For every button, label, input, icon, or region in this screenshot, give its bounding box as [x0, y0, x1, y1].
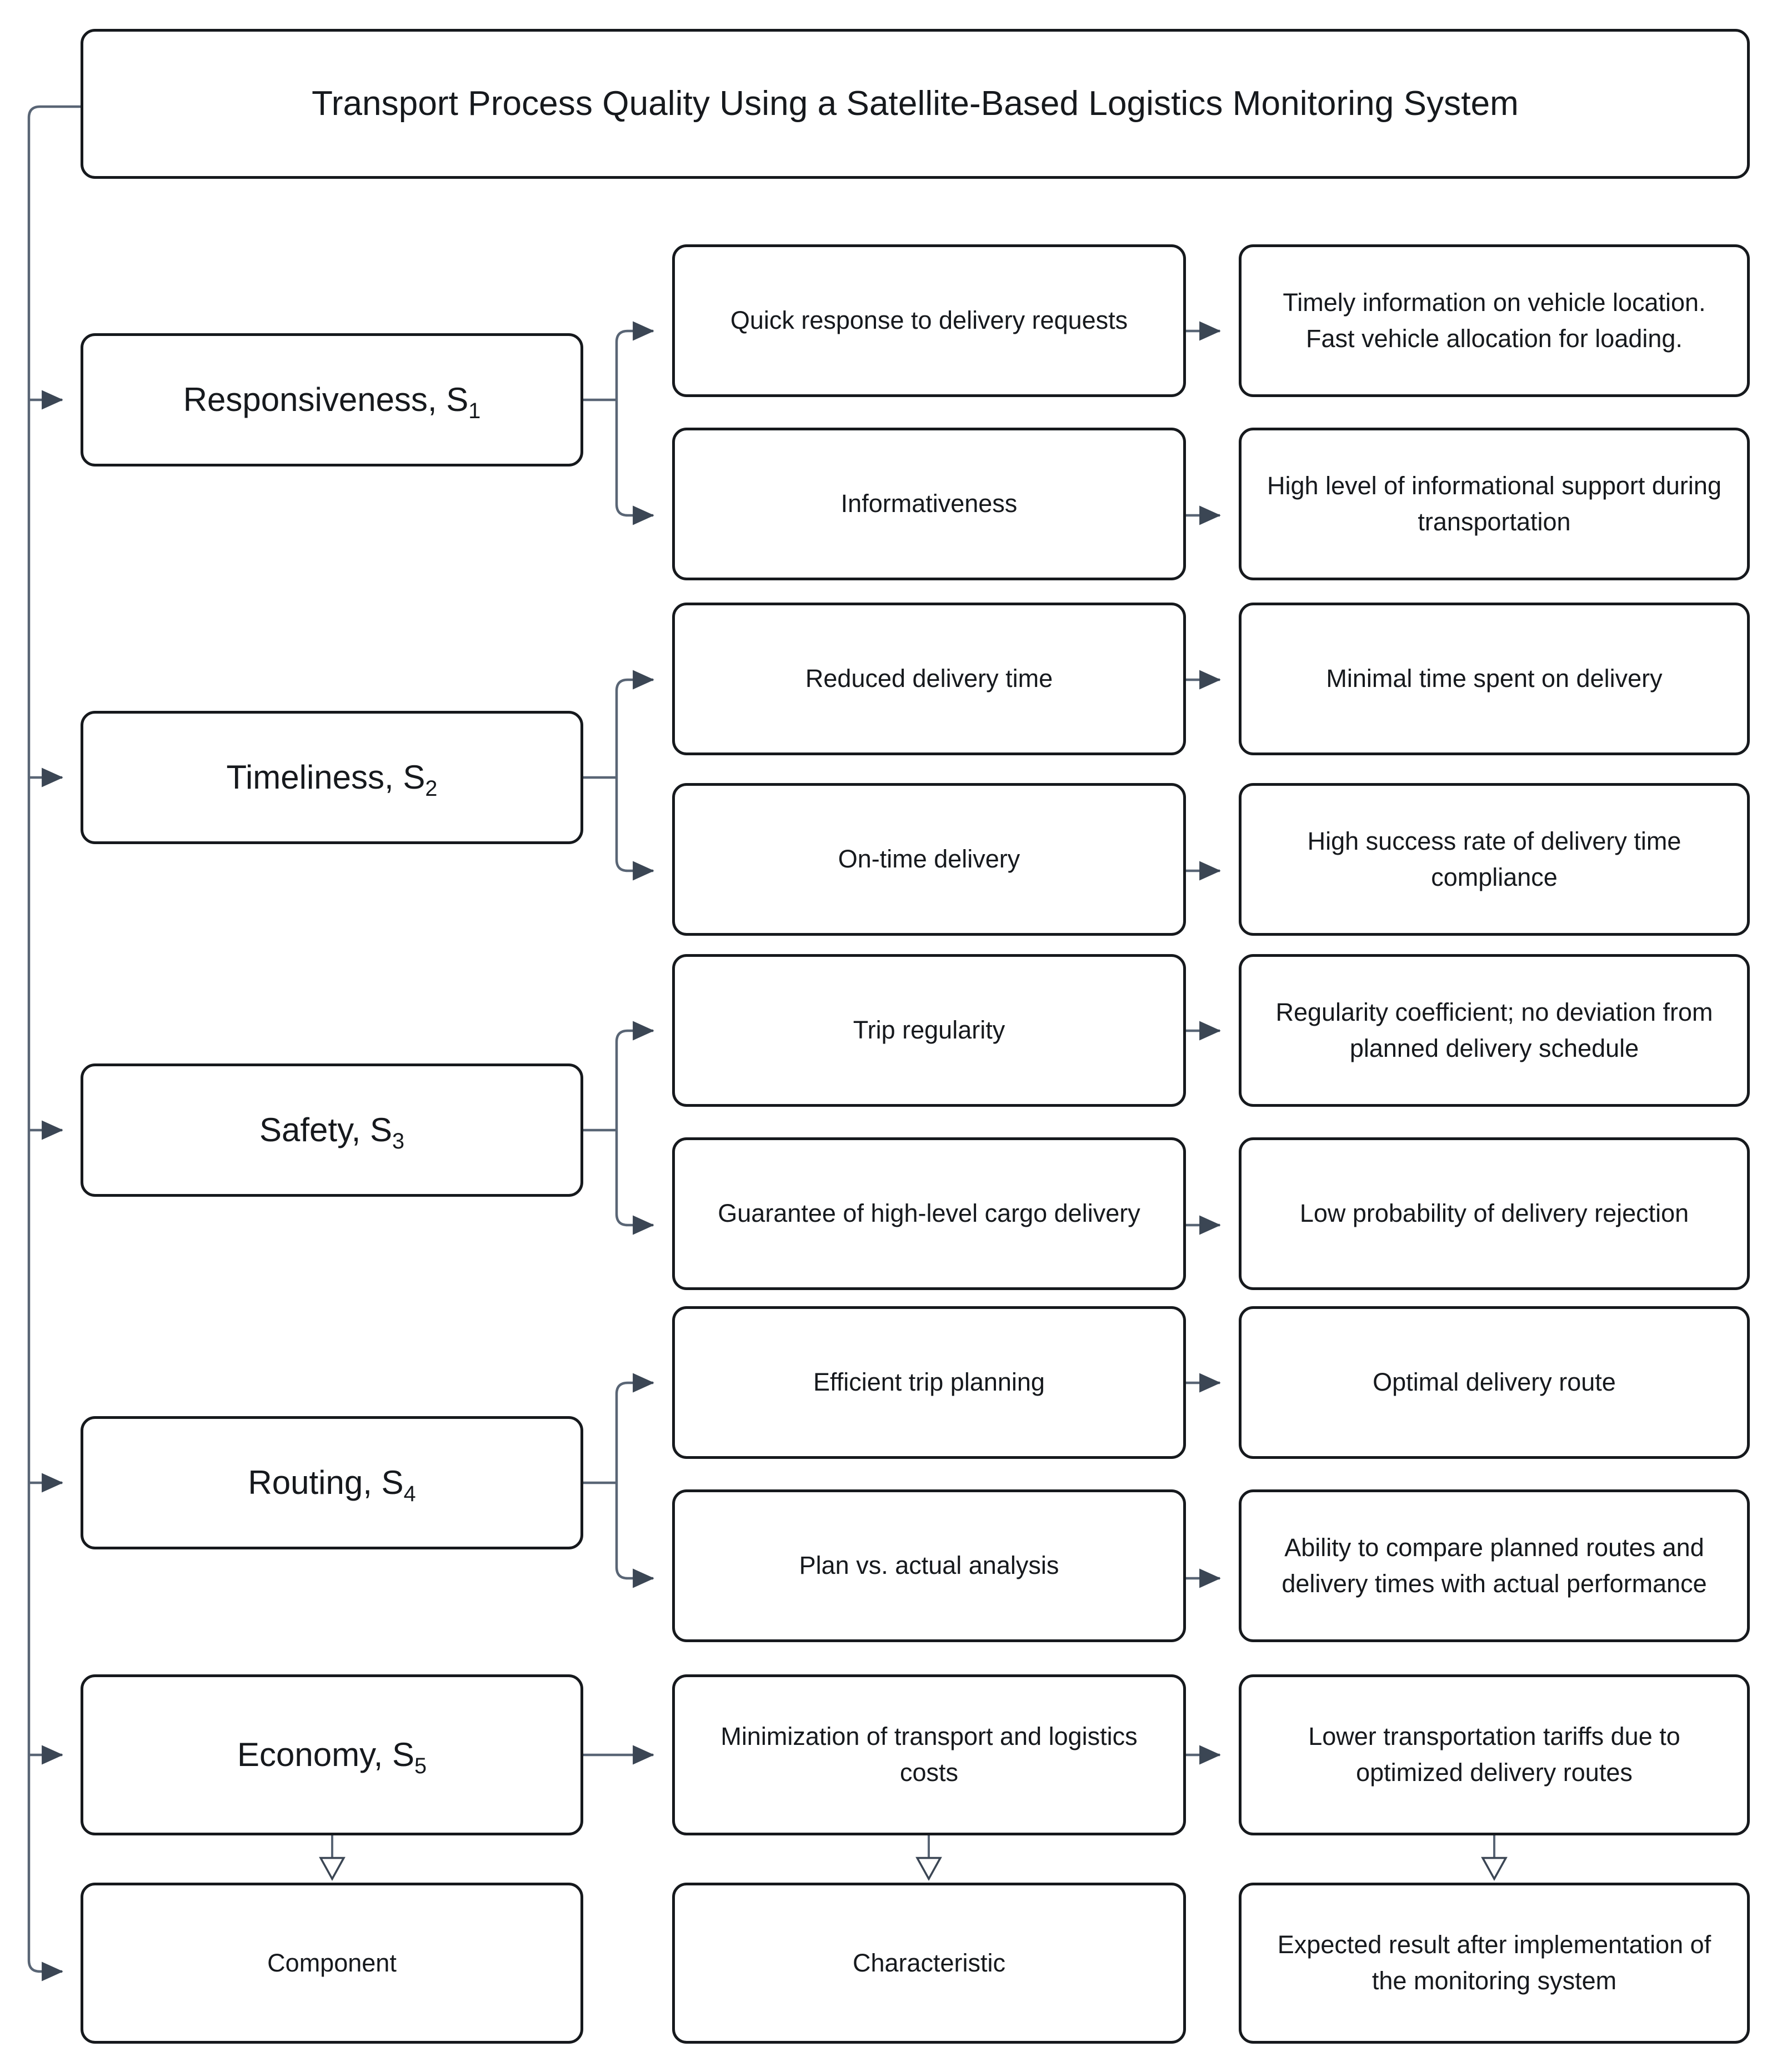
result-label-4a: Optimal delivery route	[1373, 1368, 1616, 1397]
result-label-3b: Low probability of delivery rejection	[1299, 1199, 1689, 1228]
result-label-3a: Regularity coefficient; no deviation fro…	[1275, 997, 1713, 1062]
characteristic-label-2b: On-time delivery	[838, 845, 1020, 874]
component-label-timeliness: Timeliness, S2	[226, 758, 438, 801]
characteristic-box-1b[interactable]: Informativeness	[672, 428, 1186, 580]
result-box-5a[interactable]: Lower transportation tariffs due to opti…	[1239, 1674, 1750, 1835]
characteristic-label-3a: Trip regularity	[853, 1016, 1005, 1045]
characteristic-label-4b: Plan vs. actual analysis	[799, 1551, 1059, 1580]
legend-label-characteristic: Characteristic	[852, 1948, 1006, 1977]
result-label-2b: High success rate of delivery time compl…	[1307, 826, 1681, 891]
characteristic-label-5a: Minimization of transport and logistics …	[720, 1722, 1138, 1787]
fork-up-1	[615, 321, 654, 400]
legend-label-component: Component	[267, 1948, 397, 1977]
fork-down-3	[615, 1130, 654, 1235]
result-box-1b[interactable]: High level of informational support duri…	[1239, 428, 1750, 580]
component-box-routing[interactable]: Routing, S4	[81, 1416, 583, 1549]
fork-up-3	[615, 1021, 654, 1130]
characteristic-label-2a: Reduced delivery time	[805, 664, 1053, 693]
legend-label-expected-result: Expected result after implementation of …	[1277, 1930, 1711, 1995]
fork-down-1	[615, 400, 654, 525]
result-label-1a: Timely information on vehicle location. …	[1283, 288, 1706, 353]
result-label-1b: High level of informational support duri…	[1267, 471, 1721, 536]
result-label-4b: Ability to compare planned routes and de…	[1282, 1533, 1707, 1598]
result-box-4a[interactable]: Optimal delivery route	[1239, 1306, 1750, 1459]
characteristic-box-2b[interactable]: On-time delivery	[672, 783, 1186, 936]
characteristic-box-5a[interactable]: Minimization of transport and logistics …	[672, 1674, 1186, 1835]
characteristic-box-1a[interactable]: Quick response to delivery requests	[672, 244, 1186, 397]
component-box-economy[interactable]: Economy, S5	[81, 1674, 583, 1835]
legend-box-component[interactable]: Component	[81, 1883, 583, 2044]
result-box-3b[interactable]: Low probability of delivery rejection	[1239, 1137, 1750, 1290]
component-label-economy: Economy, S5	[237, 1735, 427, 1778]
result-box-2a[interactable]: Minimal time spent on delivery	[1239, 603, 1750, 755]
component-box-timeliness[interactable]: Timeliness, S2	[81, 711, 583, 844]
characteristic-label-1b: Informativeness	[840, 489, 1018, 518]
result-box-3a[interactable]: Regularity coefficient; no deviation fro…	[1239, 954, 1750, 1107]
characteristic-label-3b: Guarantee of high-level cargo delivery	[718, 1199, 1140, 1228]
result-label-2a: Minimal time spent on delivery	[1326, 664, 1663, 693]
legend-box-characteristic[interactable]: Characteristic	[672, 1883, 1186, 2044]
component-label-routing: Routing, S4	[248, 1463, 416, 1506]
component-box-responsiveness[interactable]: Responsiveness, S1	[81, 333, 583, 466]
characteristic-box-2a[interactable]: Reduced delivery time	[672, 603, 1186, 755]
diagram-title-box: Transport Process Quality Using a Satell…	[81, 29, 1750, 179]
page-title: Transport Process Quality Using a Satell…	[312, 84, 1519, 123]
fork-up-4	[615, 1373, 654, 1483]
characteristic-label-1a: Quick response to delivery requests	[730, 306, 1128, 335]
characteristic-label-4a: Efficient trip planning	[813, 1368, 1045, 1397]
fork-up-2	[615, 670, 654, 777]
result-label-5a: Lower transportation tariffs due to opti…	[1308, 1722, 1680, 1787]
trunk-line	[27, 105, 81, 1981]
component-label-safety: Safety, S3	[259, 1111, 405, 1153]
result-box-1a[interactable]: Timely information on vehicle location. …	[1239, 244, 1750, 397]
characteristic-box-4b[interactable]: Plan vs. actual analysis	[672, 1489, 1186, 1642]
fork-down-2	[615, 777, 654, 881]
characteristic-box-4a[interactable]: Efficient trip planning	[672, 1306, 1186, 1459]
component-label-responsiveness: Responsiveness, S1	[183, 380, 481, 423]
characteristic-box-3a[interactable]: Trip regularity	[672, 954, 1186, 1107]
legend-box-expected-result[interactable]: Expected result after implementation of …	[1239, 1883, 1750, 2044]
result-box-4b[interactable]: Ability to compare planned routes and de…	[1239, 1489, 1750, 1642]
result-box-2b[interactable]: High success rate of delivery time compl…	[1239, 783, 1750, 936]
characteristic-box-3b[interactable]: Guarantee of high-level cargo delivery	[672, 1137, 1186, 1290]
component-box-safety[interactable]: Safety, S3	[81, 1063, 583, 1197]
fork-down-4	[615, 1483, 654, 1588]
